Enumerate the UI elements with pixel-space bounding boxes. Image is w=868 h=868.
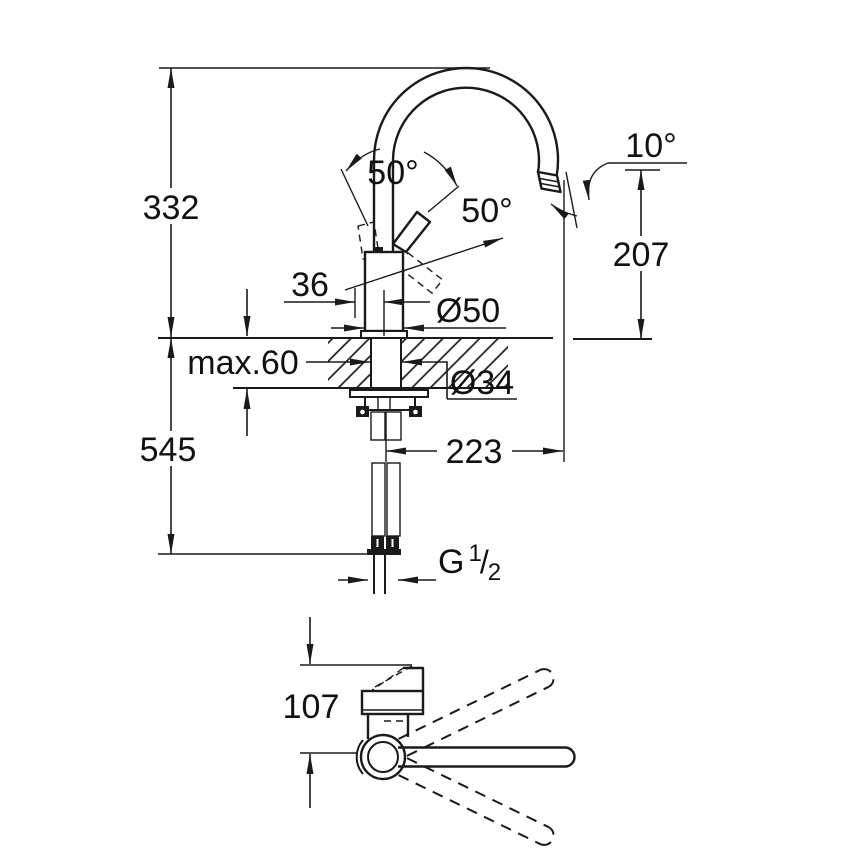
braided-hose-upper-right [385, 411, 402, 441]
plan-handle [360, 665, 425, 739]
dimension-207: 207 [613, 169, 670, 339]
joint-left-arc [355, 739, 364, 775]
aerator-line-1 [539, 177, 559, 183]
dimension-223: 223 [386, 180, 565, 471]
dimension-36: 36 [284, 266, 430, 336]
spout-outlet [536, 170, 562, 194]
dim-223-label: 223 [446, 433, 503, 471]
dim-50deg-front-label: 50° [461, 192, 512, 230]
handle-tip-outline [403, 666, 425, 691]
swivel-lower-edge-2 [406, 757, 550, 829]
braided-hose-lower-right [386, 462, 401, 537]
mounting-hardware [349, 339, 429, 417]
plan-spout-swivel-dashed [398, 668, 555, 846]
handle-dashed-detail [374, 665, 413, 688]
dimension-dia34: Ø34 [306, 358, 517, 402]
dim-107-label: 107 [283, 688, 340, 726]
dim-36-label: 36 [291, 266, 329, 304]
spout-arc-inner [391, 86, 541, 173]
angle-leader [344, 237, 504, 291]
dim-max60-label: max.60 [187, 344, 299, 382]
lever-solid [391, 210, 432, 254]
dimension-50deg-up: 50° [340, 148, 460, 227]
supply-hoses [367, 411, 402, 594]
dimension-50deg-front: 50° [344, 192, 513, 291]
cartridge-mark [374, 247, 383, 253]
dimension-10deg: 10° [550, 127, 687, 229]
lever-handle [391, 210, 432, 254]
plan-view: 107 [283, 617, 576, 846]
aerator-line-2 [540, 182, 560, 188]
swivel-upper-cap [540, 668, 555, 688]
front-view: 332 545 max.60 36 Ø50 [140, 66, 687, 594]
fitting-collar [367, 549, 401, 555]
angle-leg-right [427, 185, 460, 213]
plan-swivel-joint [355, 733, 407, 781]
swivel-lower-edge-1 [398, 774, 542, 846]
lever-dashed-front [396, 252, 444, 294]
dimension-545: 545 [140, 338, 397, 555]
dimension-332: 332 [143, 67, 490, 337]
tab-dot-right [413, 409, 418, 415]
angle-leg-left [340, 168, 369, 227]
joint-outer-circle [359, 733, 407, 781]
plan-spout [398, 746, 576, 768]
swivel-upper-edge-2 [406, 685, 550, 757]
dim-dia50-label: Ø50 [436, 292, 500, 330]
dim-10deg-label: 10° [625, 127, 676, 165]
swivel-lower-cap [540, 826, 555, 846]
dim-dia34-label: Ø34 [450, 364, 514, 402]
braided-hose-lower-left [371, 462, 386, 537]
counter-hatch-left [328, 339, 371, 387]
angle-arc-right [423, 151, 458, 187]
swivel-upper-edge-1 [398, 668, 542, 740]
tab-dot-left [360, 409, 365, 415]
spout-end-cap [564, 746, 576, 768]
dim-50deg-up-label: 50° [367, 154, 418, 192]
seal-washer [349, 389, 429, 398]
joint-inner-circle [367, 741, 399, 773]
dimension-107: 107 [283, 617, 412, 808]
outlet-axis-line [565, 171, 578, 229]
handle-tip-dashed-edge [370, 667, 404, 692]
dim-332-label: 332 [143, 189, 200, 227]
angle-arc-leader [582, 162, 609, 201]
handle-grip [360, 689, 425, 716]
countertop-section [158, 337, 652, 389]
dimension-dia50: Ø50 [331, 292, 506, 332]
braided-hose-upper-left [370, 411, 386, 441]
dim-207-label: 207 [613, 236, 670, 274]
dimension-max60: max.60 [187, 289, 299, 436]
dim-545-label: 545 [140, 431, 197, 469]
dim-leader [402, 358, 448, 399]
angle-arc-left [345, 148, 381, 172]
